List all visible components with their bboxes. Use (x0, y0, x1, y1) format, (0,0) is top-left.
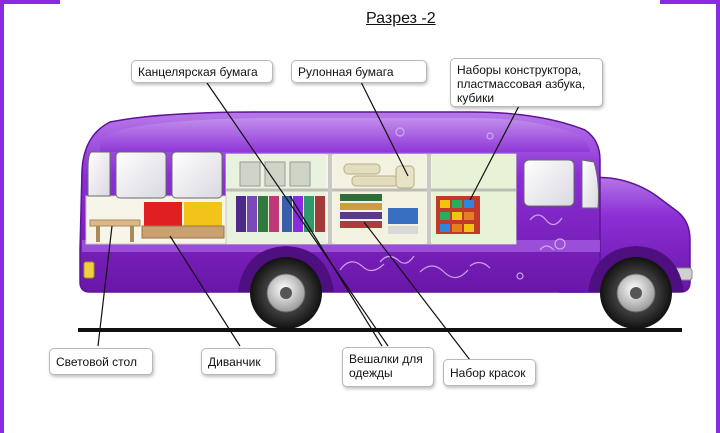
label-hangers: Вешалки для одежды (342, 347, 434, 387)
sofa-cushion-red (144, 202, 182, 226)
diagram-title: Разрез -2 (366, 10, 436, 27)
frame-left (0, 0, 4, 433)
leader-office-paper (204, 79, 389, 347)
leader-lines (97, 79, 521, 361)
label-roll-paper: Рулонная бумага (291, 60, 427, 83)
construction-sets (436, 196, 480, 234)
frame-top-right (660, 0, 720, 4)
leader-hangers (289, 195, 383, 347)
leader-light-table (97, 225, 113, 347)
label-paint-set: Набор красок (443, 359, 536, 386)
bus-windows (87, 151, 599, 209)
sofa-base (141, 225, 225, 239)
decor-swirls (339, 127, 566, 280)
rear-wheel (250, 257, 322, 329)
leader-roll-paper (359, 79, 409, 177)
bus-roof (100, 118, 590, 152)
frame-right (716, 0, 720, 433)
label-sofa: Диванчик (201, 348, 276, 375)
label-construction-sets: Наборы конструктора, пластмассовая азбук… (450, 58, 603, 107)
folder-binders (236, 196, 325, 232)
label-office-paper: Канцелярская бумага (131, 60, 273, 83)
leader-construction (469, 103, 521, 201)
roll-paper-items (343, 163, 415, 189)
leader-paint-set (363, 221, 471, 361)
front-wheel (600, 257, 672, 329)
label-light-table: Световой стол (49, 348, 153, 375)
office-paper-stacks (239, 161, 311, 187)
rear-light (83, 261, 95, 279)
light-table-top (89, 219, 141, 227)
paint-set-boxes (340, 194, 418, 234)
sofa-cushion-yellow (184, 202, 222, 226)
leader-sofa (169, 235, 241, 347)
frame-top (0, 0, 60, 4)
